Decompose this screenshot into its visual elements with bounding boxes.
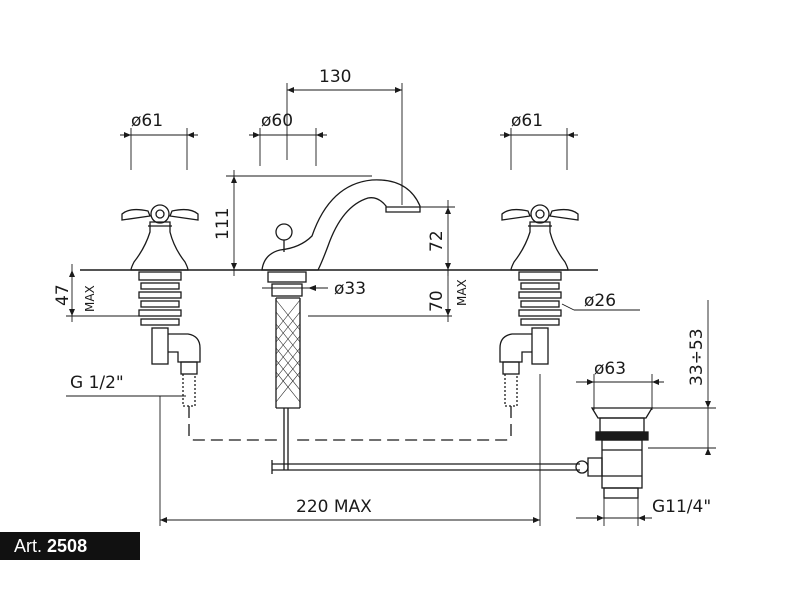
dimension-lines	[66, 83, 716, 526]
dim-spout-height: 111	[213, 208, 233, 240]
dim-spout-base-diameter: ø60	[261, 111, 293, 131]
dim-drain-diameter: ø63	[594, 359, 626, 379]
dim-drain-range: 33÷53	[687, 328, 707, 386]
dim-rod-diameter: ø33	[334, 279, 366, 299]
right-tap	[499, 204, 579, 407]
dim-total-spacing: 220 MAX	[296, 497, 372, 517]
dim-left-max-label: MAX	[83, 285, 97, 312]
dim-left-max-thickness: 47	[53, 284, 73, 306]
dim-right-handle-diameter: ø61	[511, 111, 543, 131]
dim-spout-spacing: 130	[319, 67, 351, 87]
dim-shank-diameter: ø26	[584, 291, 616, 311]
dim-left-handle-diameter: ø61	[131, 111, 163, 131]
dim-inlet-thread: G 1/2"	[70, 373, 124, 393]
dimension-arrows	[69, 87, 711, 523]
dim-outlet-height: 72	[427, 230, 447, 252]
hose-connections	[188, 406, 512, 441]
dim-center-max-label: MAX	[455, 279, 469, 306]
popup-linkage	[271, 460, 589, 474]
article-label: Art. 2508	[0, 532, 140, 560]
left-tap	[121, 204, 201, 407]
article-number: 2508	[47, 536, 88, 556]
article-prefix: Art.	[14, 536, 43, 556]
drain-assembly	[587, 407, 654, 499]
dim-drain-thread: G11/4"	[652, 497, 711, 517]
dim-center-max-thickness: 70	[427, 290, 447, 312]
center-spout	[261, 179, 421, 470]
